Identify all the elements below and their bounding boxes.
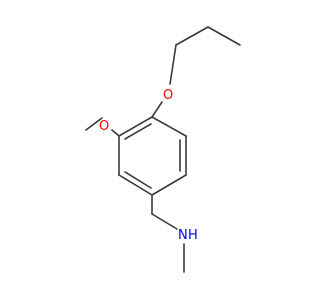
- amine-hydrogen-label: H: [188, 228, 198, 243]
- bond-ring-c6-c1: [118, 116, 153, 137]
- bond-ch2-to-n: [151, 213, 178, 230]
- atom-labels: O O N H: [99, 88, 198, 243]
- bond-ring-c6-c1-inner: [124, 123, 152, 140]
- amine-nitrogen-label: N: [178, 228, 188, 243]
- bond-ring-c4-c5-inner: [124, 171, 152, 189]
- bonds: [85, 26, 241, 273]
- bond-o-ring: [151, 101, 163, 118]
- molecule-structure: O O N H: [85, 26, 241, 273]
- propoxy-oxygen-label: O: [163, 88, 173, 103]
- bond-methoxy-o-ch3: [85, 117, 103, 131]
- methoxy-oxygen-label: O: [99, 119, 109, 134]
- bond-ring-c1-c2: [151, 116, 187, 137]
- bond-propyl-c1-c2: [207, 26, 241, 46]
- bond-ring-c6-methoxy-o: [111, 129, 120, 137]
- bond-propyl-c2-c3: [175, 26, 209, 46]
- bond-ring-c3-c4: [151, 174, 187, 196]
- bond-propyl-c3-o: [169, 44, 177, 85]
- bond-ring-c4-c5: [118, 174, 153, 196]
